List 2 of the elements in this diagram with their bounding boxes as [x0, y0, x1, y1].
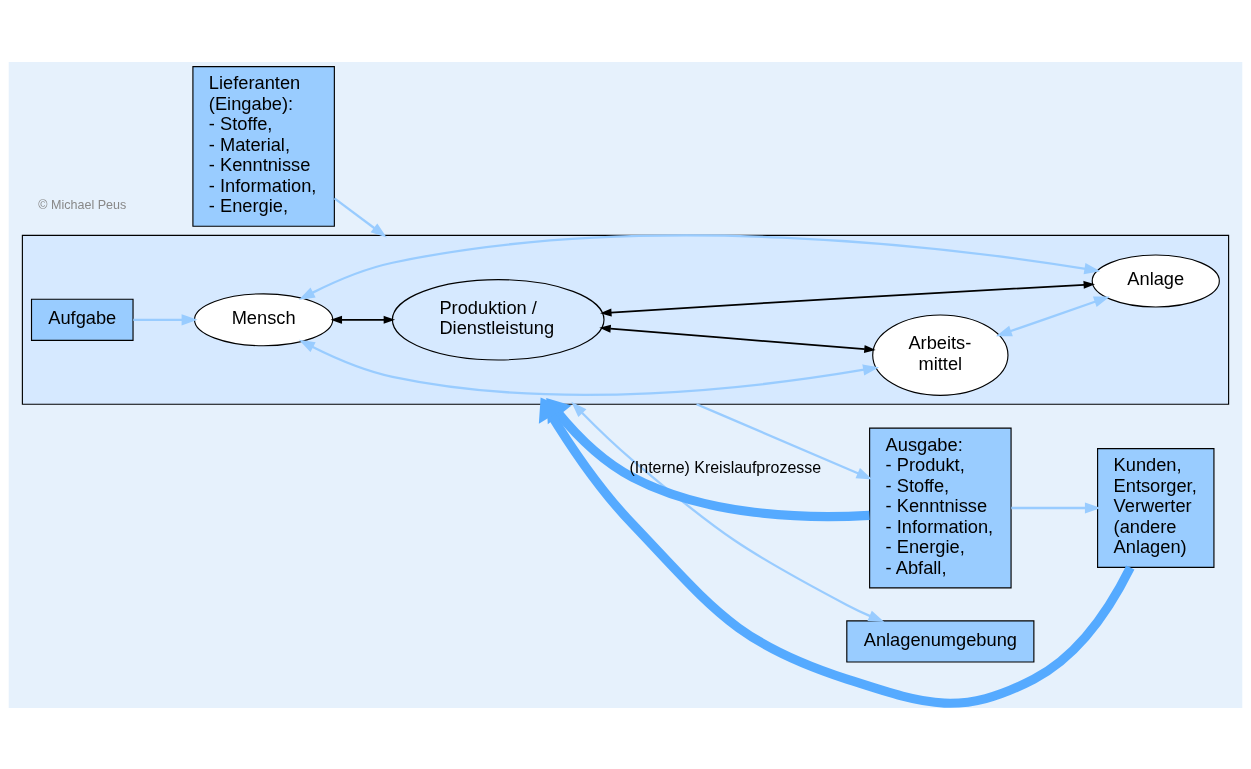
label: © Michael Peus: [38, 197, 127, 212]
edge-label: (Interne) Kreislaufprozesse: [629, 458, 822, 476]
